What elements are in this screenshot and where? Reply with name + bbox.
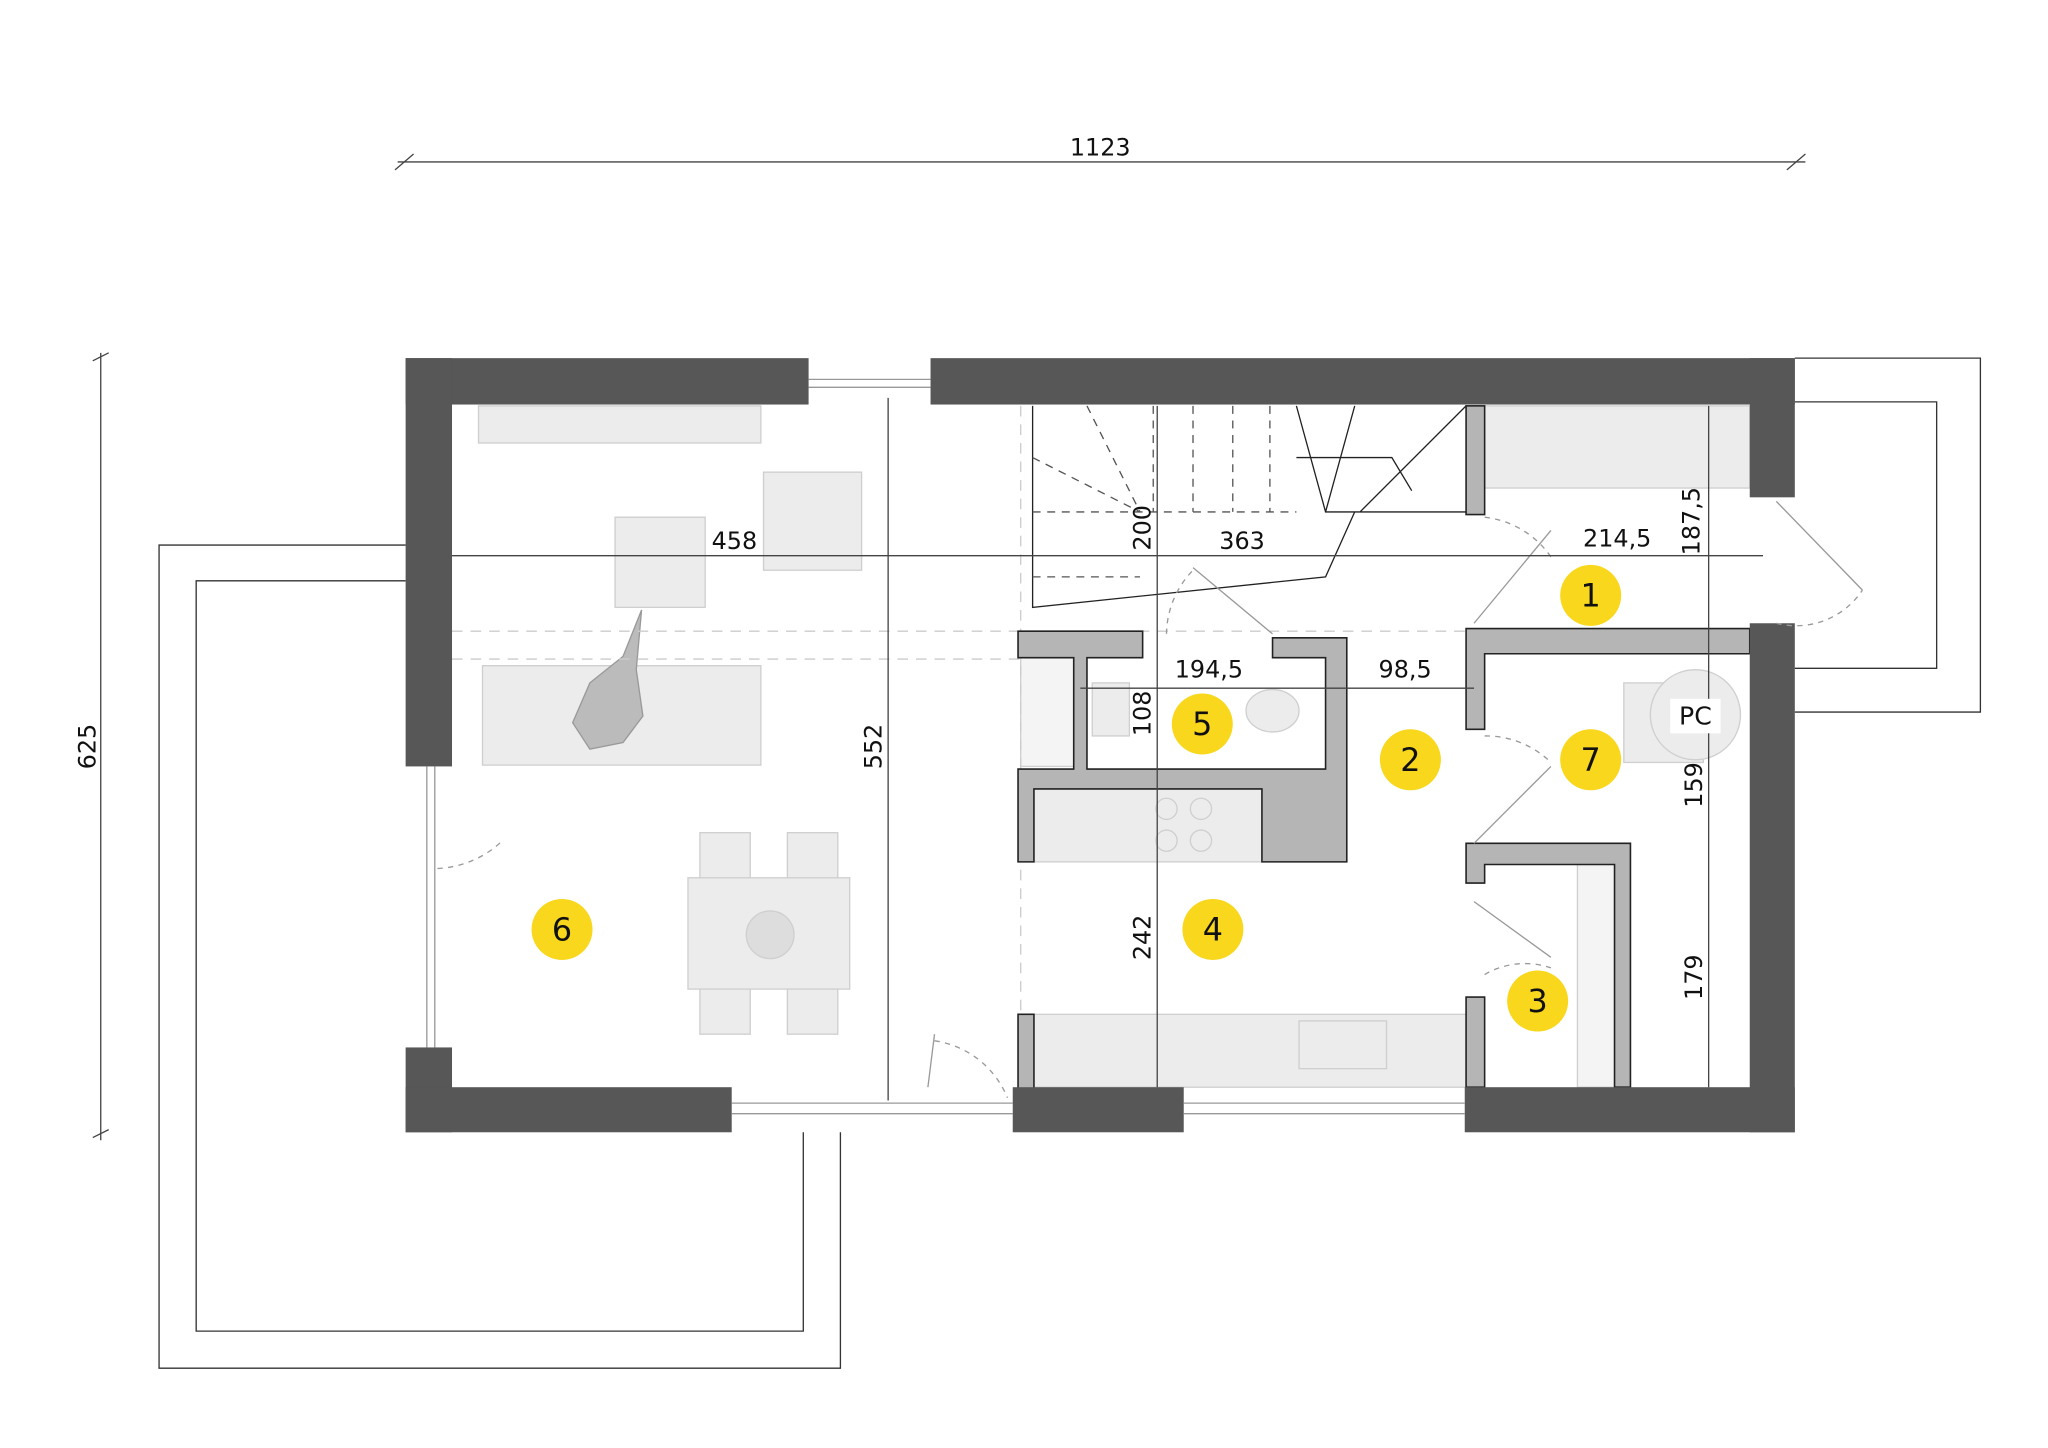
openings xyxy=(426,378,1863,1115)
dim-corridor-width: 98,5 xyxy=(1379,656,1432,684)
dim-entry-depth: 187,5 xyxy=(1677,487,1705,555)
wardrobe xyxy=(1483,405,1751,489)
room-marker-3[interactable]: 3 xyxy=(1507,970,1569,1032)
dim-overall-depth: 625 xyxy=(73,724,101,770)
kitchen-counter-bottom xyxy=(1033,1013,1467,1088)
storage-shelf xyxy=(1576,863,1616,1088)
svg-text:6: 6 xyxy=(552,910,572,948)
toilet xyxy=(1245,688,1300,733)
room-marker-7[interactable]: 7 xyxy=(1560,729,1622,791)
room-marker-4[interactable]: 4 xyxy=(1182,898,1244,960)
room-marker-1[interactable]: 1 xyxy=(1560,564,1622,626)
terrace-right xyxy=(1794,357,1982,713)
room-marker-5[interactable]: 5 xyxy=(1171,693,1233,755)
shower xyxy=(1020,657,1075,768)
dim-entry-width: 214,5 xyxy=(1583,524,1651,552)
dim-overall-width: 1123 xyxy=(1070,133,1131,161)
dim-stair-depth: 200 xyxy=(1129,505,1157,551)
room-marker-2[interactable]: 2 xyxy=(1379,729,1441,791)
side-table xyxy=(614,516,706,609)
staircase xyxy=(1031,405,1467,609)
pc-label: PC xyxy=(1679,702,1712,731)
svg-text:2: 2 xyxy=(1400,741,1420,779)
dim-hall-width: 363 xyxy=(1219,527,1265,555)
dim-kitchen-depth: 242 xyxy=(1129,915,1157,961)
armchair xyxy=(762,471,863,571)
svg-text:5: 5 xyxy=(1192,705,1212,743)
svg-text:4: 4 xyxy=(1203,910,1223,948)
kitchen-counter-top xyxy=(1033,788,1263,863)
svg-text:7: 7 xyxy=(1581,741,1601,779)
exterior-walls xyxy=(405,358,1795,1133)
dim-living-width: 458 xyxy=(712,527,758,555)
dim-storage-depth: 179 xyxy=(1680,954,1708,1000)
dimension-lines xyxy=(92,153,1806,1141)
ceiling-lines xyxy=(452,405,1467,1021)
interior-walls xyxy=(1017,405,1751,1090)
dim-bath-width: 194,5 xyxy=(1175,656,1243,684)
furniture xyxy=(477,405,1751,1088)
svg-text:3: 3 xyxy=(1528,982,1548,1020)
dim-bath-depth: 108 xyxy=(1129,691,1157,737)
washbasin xyxy=(1091,682,1131,737)
person-figure xyxy=(571,609,644,750)
dim-office-depth: 159 xyxy=(1680,762,1708,808)
tv-unit xyxy=(477,405,762,444)
terrace-left xyxy=(158,544,842,1369)
svg-text:1: 1 xyxy=(1581,576,1601,614)
pc-label-bg xyxy=(1670,698,1721,734)
room-marker-6[interactable]: 6 xyxy=(531,898,593,960)
dim-living-depth: 552 xyxy=(860,724,888,770)
